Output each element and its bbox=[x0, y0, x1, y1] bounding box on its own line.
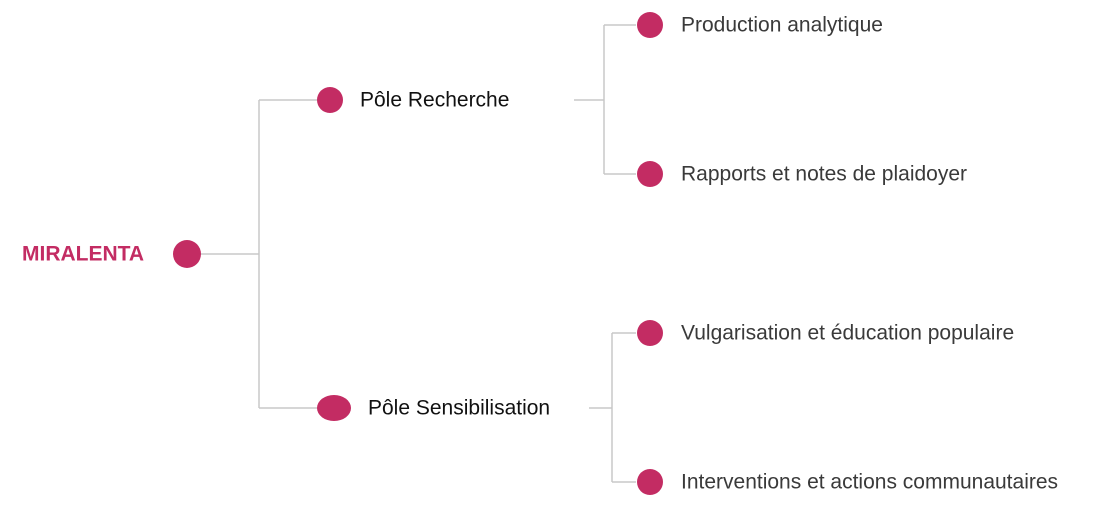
leaf-node-dot-vulgarisation bbox=[637, 320, 663, 346]
branch-label-sensibilisation: Pôle Sensibilisation bbox=[368, 396, 551, 420]
root-label: MIRALENTA bbox=[22, 242, 145, 266]
leaf-label-production: Production analytique bbox=[681, 13, 883, 37]
leaf-node-dot-interventions bbox=[637, 469, 663, 495]
root-node-dot bbox=[173, 240, 201, 268]
branch-node-dot-recherche bbox=[317, 87, 343, 113]
leaf-node-dot-production bbox=[637, 12, 663, 38]
leaf-label-rapports: Rapports et notes de plaidoyer bbox=[681, 162, 968, 186]
branch-label-recherche: Pôle Recherche bbox=[360, 88, 510, 112]
leaf-label-vulgarisation: Vulgarisation et éducation populaire bbox=[681, 321, 1015, 345]
leaf-node-dot-rapports bbox=[637, 161, 663, 187]
branch-node-dot-sensibilisation bbox=[317, 395, 351, 421]
leaf-label-interventions: Interventions et actions communautaires bbox=[681, 470, 1059, 494]
